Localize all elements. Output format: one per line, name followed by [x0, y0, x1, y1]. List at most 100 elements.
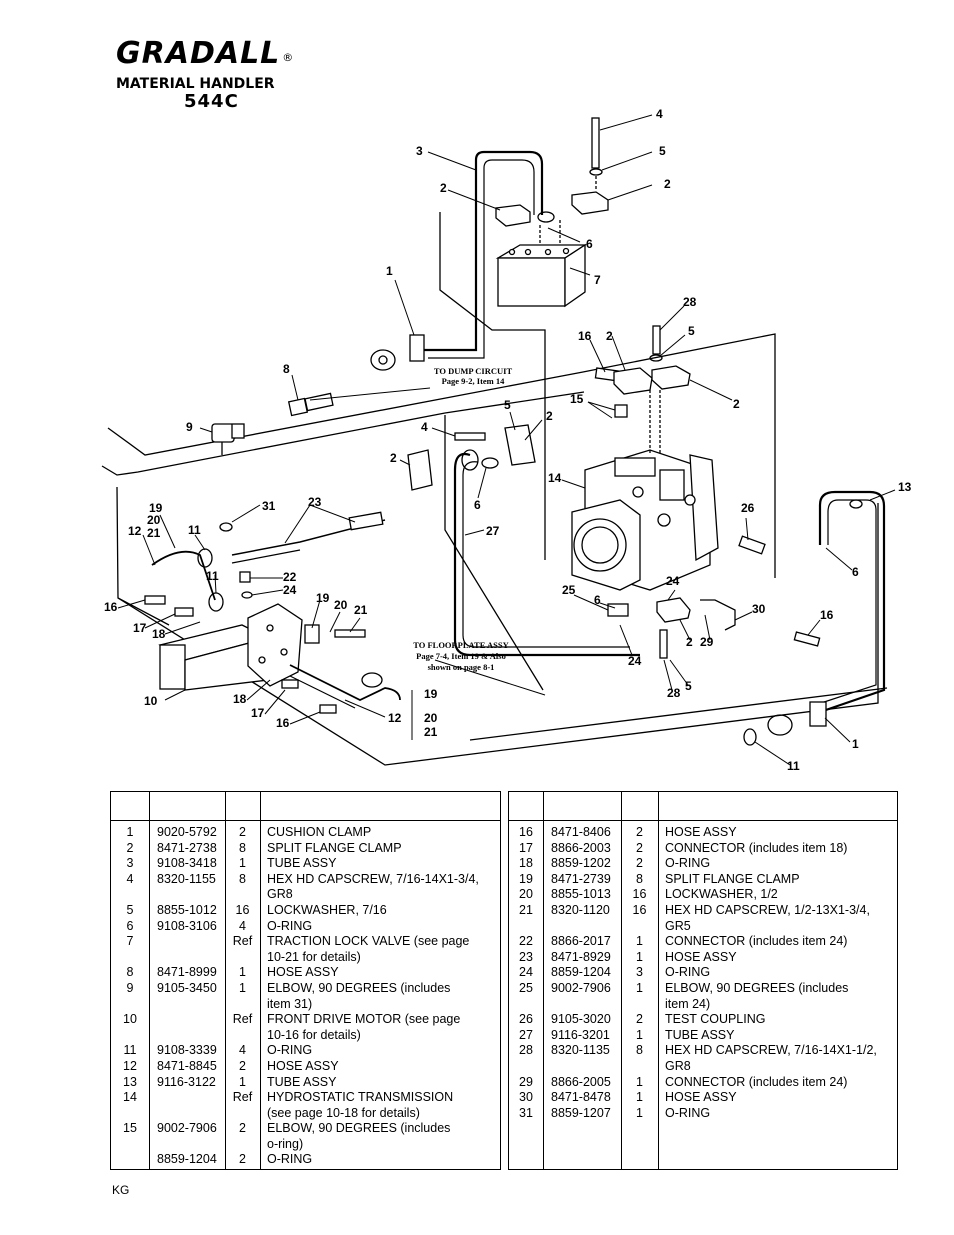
description: HOSE ASSY: [658, 1090, 896, 1106]
item-number: 24: [519, 965, 533, 980]
description-line: CONNECTOR (includes item 18): [665, 840, 848, 855]
item-number: 29: [519, 1074, 533, 1089]
callout-2: 2: [664, 177, 671, 191]
callout-6: 6: [852, 565, 859, 579]
brand-text: GRADALL: [116, 36, 281, 71]
table-header: [509, 792, 897, 821]
description: CONNECTOR (includes item 24): [658, 1075, 896, 1091]
description-line: CUSHION CLAMP: [267, 825, 372, 839]
description-line: O-RING: [267, 1152, 313, 1167]
description-line: HYDROSTATIC TRANSMISSION: [267, 1090, 454, 1105]
callout-28: 28: [667, 686, 681, 700]
item-number: 7: [126, 934, 134, 949]
o-ring-11: [197, 548, 213, 568]
description-line: HEX HD CAPSCREW, 7/16-14X1-3/4,: [267, 871, 479, 886]
item-number: 22: [519, 934, 533, 949]
quantity: 4: [239, 918, 246, 933]
quantity: Ref: [232, 1090, 253, 1105]
description: O-RING: [260, 1043, 498, 1059]
callout-4: 4: [421, 420, 428, 434]
part-number: 8866-2017: [551, 934, 611, 949]
split-flange-clamp-2: [407, 449, 433, 491]
callout-18: 18: [233, 692, 247, 706]
description-line: GR8: [267, 887, 293, 902]
quantity: 8: [239, 840, 246, 855]
quantity: 1: [636, 934, 643, 949]
tube-assy-13: [818, 490, 886, 714]
description-line: ELBOW, 90 DEGREES (includes: [267, 980, 451, 995]
callout-4: 4: [656, 107, 663, 121]
description: HEX HD CAPSCREW, 7/16-14X1-3/4,GR8: [260, 872, 498, 903]
split-flange-clamp: [571, 191, 609, 215]
part-number: 9020-5792: [157, 825, 217, 839]
item-number: 31: [519, 1105, 533, 1120]
split-flange-clamp: [304, 624, 320, 644]
callout-23: 23: [308, 495, 322, 509]
description: HOSE ASSY: [260, 965, 498, 981]
frame-outline: [439, 212, 546, 560]
tube-line-lower: [289, 664, 401, 702]
elbow-15: [614, 404, 628, 418]
callout-26: 26: [741, 501, 755, 515]
hose-assy-30: [700, 599, 736, 631]
quantity: 2: [636, 1012, 643, 1027]
item-number: 3: [126, 856, 134, 871]
item-number: 15: [123, 1121, 137, 1136]
description: HEX HD CAPSCREW, 7/16-14X1-1/2,GR8: [658, 1043, 896, 1074]
item-number: 8: [126, 965, 134, 980]
quantity: 8: [239, 871, 246, 886]
item-number: 13: [123, 1074, 137, 1089]
connector-22: [239, 571, 251, 583]
description-line: HEX HD CAPSCREW, 1/2-13X1-3/4,: [665, 902, 870, 917]
description: O-RING: [260, 919, 498, 935]
item-number: 14: [123, 1090, 137, 1105]
description-line: TRACTION LOCK VALVE (see page: [267, 934, 470, 949]
test-coupling: [738, 535, 766, 555]
quantity: 2: [239, 1058, 246, 1073]
split-flange-clamp: [656, 597, 691, 623]
description-line: 10-21 for details): [267, 949, 361, 964]
part-number: 8859-1204: [551, 965, 611, 980]
part-number: [149, 934, 225, 965]
part-number: 9108-3106: [157, 918, 217, 933]
description-line: O-RING: [267, 1043, 313, 1058]
o-ring-6: [481, 457, 499, 469]
part-number: 9105-3450: [157, 980, 217, 995]
callout-31: 31: [262, 499, 276, 513]
note-dump-circuit: TO DUMP CIRCUIT: [434, 366, 513, 376]
connector-17: [174, 607, 194, 617]
description: O-RING: [658, 1106, 896, 1122]
callout-19: 19: [424, 687, 438, 701]
callout-30: 30: [752, 602, 766, 616]
description: TUBE ASSY: [658, 1028, 896, 1044]
o-ring-31: [219, 522, 233, 532]
description: HOSE ASSY: [260, 1059, 498, 1075]
quantity: 4: [239, 1043, 246, 1058]
description: HOSE ASSY: [658, 950, 896, 966]
item-number: 30: [519, 1090, 533, 1105]
callout-20: 20: [424, 711, 438, 725]
callout-5: 5: [688, 324, 695, 338]
quantity: 1: [636, 1074, 643, 1089]
part-number: 8471-8929: [551, 949, 611, 964]
callout-7: 7: [594, 273, 601, 287]
description: CONNECTOR (includes item 18): [658, 841, 896, 857]
model-number: 544C: [184, 91, 239, 112]
callout-18: 18: [152, 627, 166, 641]
frame-outline: [101, 391, 585, 476]
callout-17: 17: [251, 706, 265, 720]
connector-17: [281, 679, 299, 689]
note-floorplate-page: Page 7-4, Item 19 & Also: [416, 651, 506, 661]
callout-2: 2: [733, 397, 740, 411]
split-flange-clamp: [504, 424, 536, 466]
part-number: 8855-1012: [157, 902, 217, 917]
